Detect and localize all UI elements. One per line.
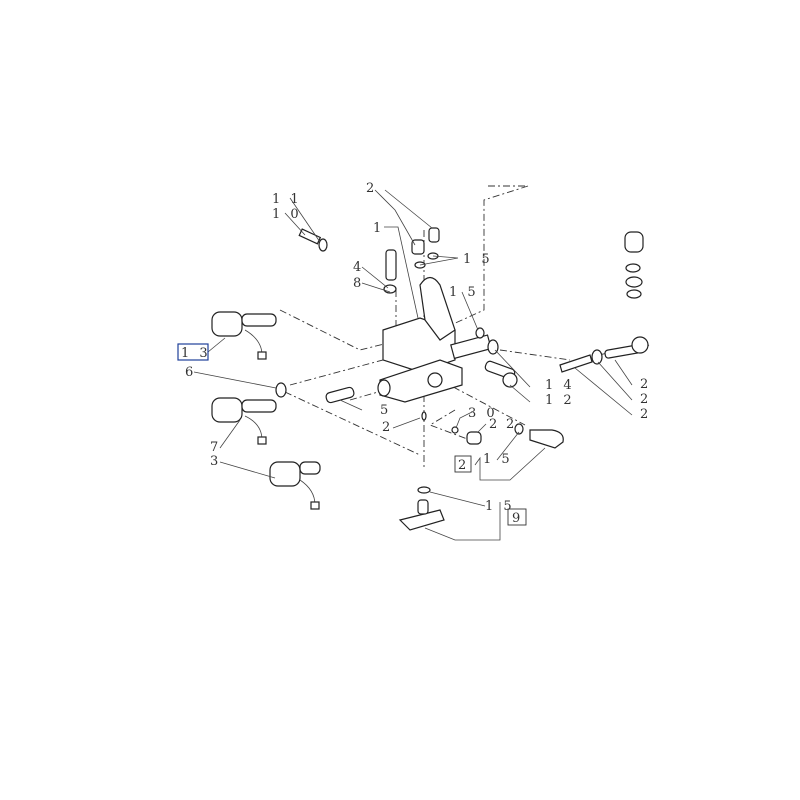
label-8[interactable]: 8: [353, 276, 364, 291]
label-15-d[interactable]: 1 5: [485, 499, 515, 514]
label-1[interactable]: 1: [373, 221, 384, 236]
label-15-c[interactable]: 1 5: [483, 452, 513, 467]
solenoid-valves: [211, 311, 321, 510]
callout-box-9[interactable]: [507, 508, 527, 526]
label-5[interactable]: 5: [380, 403, 391, 418]
label-6[interactable]: 6: [185, 365, 196, 380]
label-9-boxed[interactable]: 9: [512, 511, 523, 526]
label-2-c[interactable]: 2: [489, 417, 500, 432]
label-14[interactable]: 1 4: [545, 378, 575, 393]
label-11[interactable]: 1 1: [272, 192, 302, 207]
label-15-b[interactable]: 1 5: [449, 285, 479, 300]
label-10[interactable]: 1 0: [272, 207, 302, 222]
label-4[interactable]: 4: [353, 260, 364, 275]
label-2-right-1[interactable]: 2: [640, 377, 651, 392]
label-15-a[interactable]: 1 5: [463, 252, 493, 267]
label-2-right-3[interactable]: 2: [640, 407, 651, 422]
label-3[interactable]: 3: [210, 454, 221, 469]
label-2-top[interactable]: 2: [366, 181, 377, 196]
label-30[interactable]: 3 0: [468, 406, 498, 421]
callout-box-13-highlighted[interactable]: [177, 343, 209, 361]
label-13[interactable]: 1 3: [181, 346, 211, 361]
misc-parts: [325, 231, 649, 531]
label-2-boxed[interactable]: 2: [458, 458, 469, 473]
label-2-right-2[interactable]: 2: [640, 392, 651, 407]
assembly-lines: [279, 185, 651, 470]
bolt-part-10: [298, 228, 328, 252]
label-2-d[interactable]: 2: [506, 417, 517, 432]
part-labels: 1 1 1 0 2 1 1 5 4 8 1 5 1 3 6 5 2 3 0 2 …: [181, 181, 651, 526]
label-2-mid[interactable]: 2: [382, 420, 393, 435]
leader-lines: [193, 189, 633, 541]
label-12[interactable]: 1 2: [545, 393, 575, 408]
label-7[interactable]: 7: [210, 440, 221, 455]
callout-box-2[interactable]: [454, 455, 472, 473]
